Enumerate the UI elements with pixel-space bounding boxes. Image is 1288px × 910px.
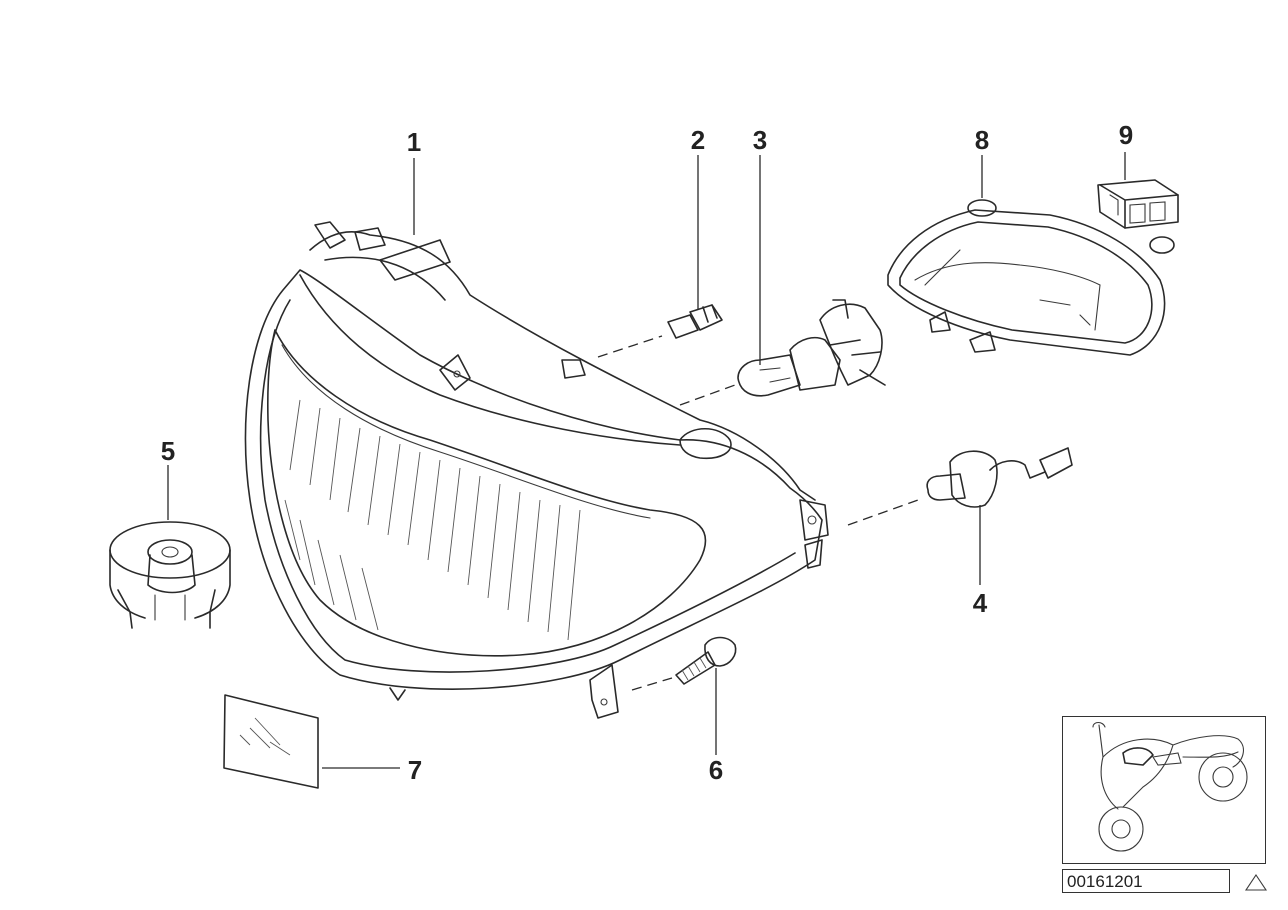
parking-bulb <box>667 304 723 339</box>
label-sheet <box>223 694 319 789</box>
diagram-id: 00161201 <box>1067 872 1143 891</box>
motorcycle-thumbnail <box>1062 716 1266 864</box>
headlight-assembly <box>244 221 829 719</box>
motorcycle-icon <box>1092 721 1248 852</box>
headlight-bulb <box>737 299 886 397</box>
callout-4: 4 <box>972 588 988 618</box>
callout-6: 6 <box>708 755 724 785</box>
triangle-icon <box>1244 874 1268 891</box>
bulb-socket-cap <box>109 521 231 629</box>
diagram-id-box: 00161201 <box>1062 869 1230 893</box>
leader-lines <box>167 152 1126 769</box>
callout-9: 9 <box>1118 120 1134 150</box>
side-bulb-with-wire <box>926 447 1073 508</box>
connector-plug <box>1097 179 1179 229</box>
callout-1: 1 <box>406 127 422 157</box>
callout-2: 2 <box>690 125 706 155</box>
callout-7: 7 <box>407 755 423 785</box>
callout-8: 8 <box>974 125 990 155</box>
callout-3: 3 <box>752 125 768 155</box>
screw <box>675 636 737 685</box>
callout-5: 5 <box>160 436 176 466</box>
headlight-gasket <box>887 199 1175 356</box>
